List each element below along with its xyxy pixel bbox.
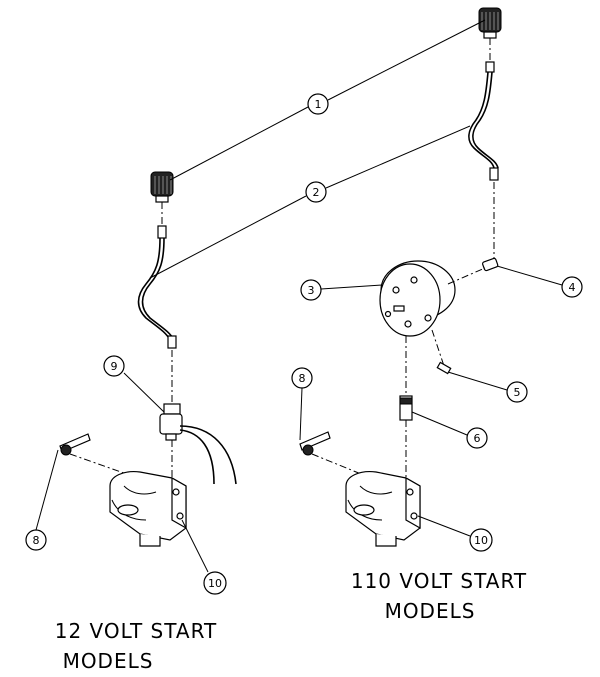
screw-5 bbox=[431, 329, 508, 391]
svg-text:8: 8 bbox=[33, 534, 40, 547]
leader-line-2 bbox=[149, 195, 307, 279]
leader-line-2 bbox=[325, 125, 471, 189]
fitting-4 bbox=[482, 257, 563, 286]
knob-top-right bbox=[478, 7, 502, 39]
caption-left-line1: 12 VOLT START bbox=[55, 619, 218, 643]
callout-1: 1 bbox=[307, 93, 329, 115]
callout-3: 3 bbox=[300, 279, 322, 301]
svg-text:1: 1 bbox=[315, 98, 322, 111]
svg-text:5: 5 bbox=[514, 386, 521, 399]
switch-disc-3 bbox=[320, 260, 486, 337]
cable-right bbox=[468, 61, 499, 181]
connector-6 bbox=[399, 395, 468, 436]
callout-8-left: 8 bbox=[25, 529, 47, 551]
callout-5: 5 bbox=[506, 381, 528, 403]
callout-2: 2 bbox=[305, 181, 327, 203]
svg-text:9: 9 bbox=[111, 360, 118, 373]
leader-line-1 bbox=[169, 106, 309, 181]
callout-4: 4 bbox=[561, 276, 583, 298]
callout-8-right: 8 bbox=[291, 367, 313, 389]
caption-left-line2: MODELS bbox=[63, 649, 154, 673]
svg-text:10: 10 bbox=[208, 577, 222, 590]
motor-block-10-left bbox=[109, 471, 209, 573]
cable-left bbox=[137, 225, 177, 349]
callout-9: 9 bbox=[103, 355, 125, 377]
callout-10-right: 10 bbox=[469, 528, 493, 552]
screw-8-right bbox=[299, 387, 367, 477]
svg-text:10: 10 bbox=[474, 534, 488, 547]
svg-text:3: 3 bbox=[308, 284, 315, 297]
svg-text:8: 8 bbox=[299, 372, 306, 385]
callout-6: 6 bbox=[466, 427, 488, 449]
caption-right-line1: 110 VOLT START bbox=[351, 569, 527, 593]
motor-block-10-right bbox=[345, 471, 471, 547]
svg-text:2: 2 bbox=[313, 186, 320, 199]
caption-right-line2: MODELS bbox=[385, 599, 476, 623]
leader-line-1 bbox=[327, 19, 486, 101]
svg-text:6: 6 bbox=[474, 432, 481, 445]
knob-top-left bbox=[150, 171, 174, 203]
fitting-9 bbox=[123, 372, 237, 485]
svg-text:4: 4 bbox=[569, 281, 576, 294]
callout-10-left: 10 bbox=[203, 571, 227, 595]
